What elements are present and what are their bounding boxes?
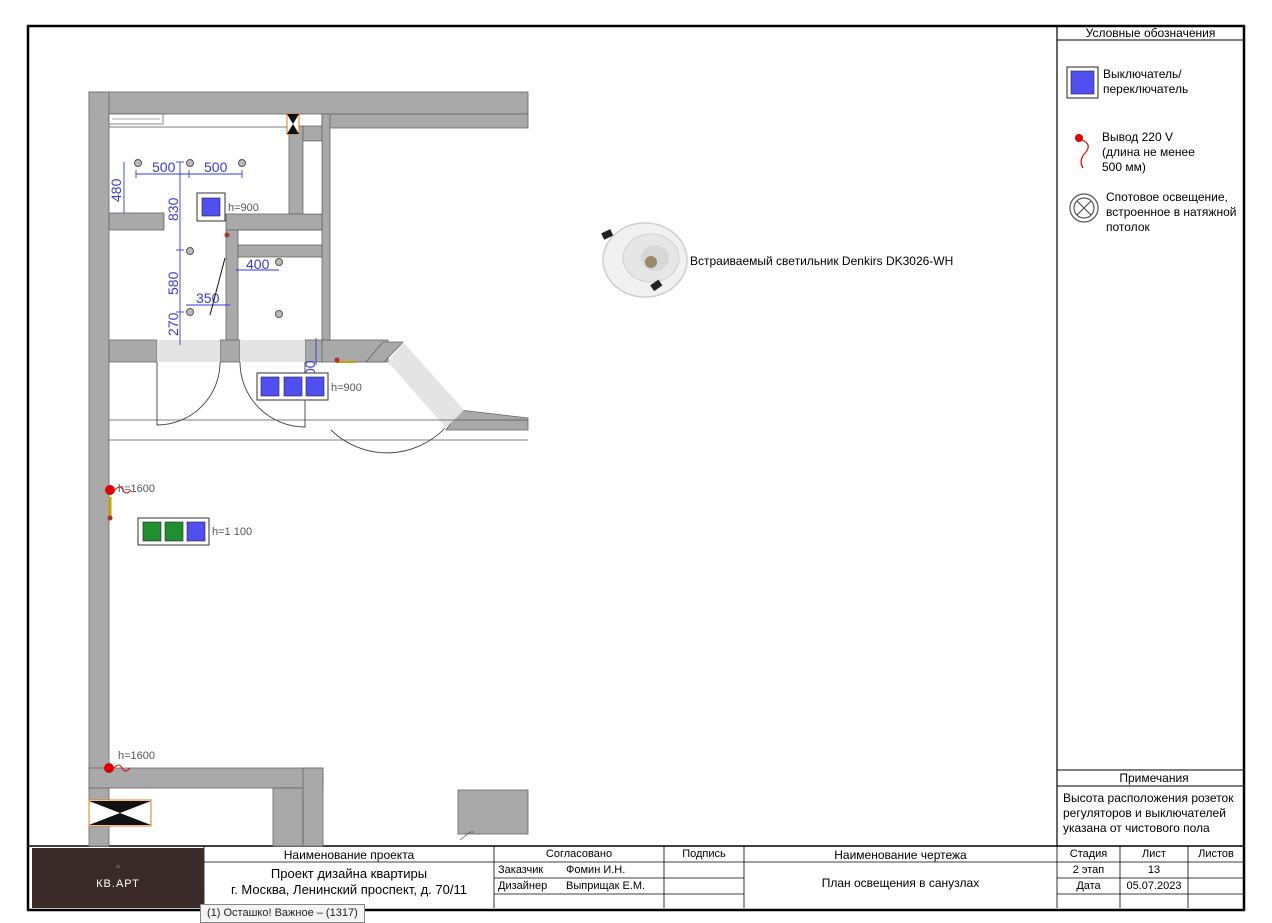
sheet-value: 13 bbox=[1147, 864, 1161, 876]
stage-header: Стадия bbox=[1069, 848, 1108, 860]
height-label-h1600-b: h=1600 bbox=[118, 750, 155, 762]
company-logo: ⌂ КВ.АРТ bbox=[32, 848, 204, 908]
designer-role: Дизайнер bbox=[498, 880, 548, 892]
legend-switch-label: Выключатель/ переключатель bbox=[1103, 67, 1189, 96]
project-name-line1: Проект дизайна квартиры bbox=[270, 866, 428, 881]
designer-name: Выприщак Е.М. bbox=[566, 880, 646, 892]
switch-icon bbox=[137, 517, 210, 546]
dim-500-b: 500 bbox=[204, 159, 228, 175]
spotlight-icon bbox=[1069, 193, 1099, 223]
date-value: 05.07.2023 bbox=[1126, 880, 1182, 892]
dim-480: 480 bbox=[108, 178, 124, 202]
customer-role: Заказчик bbox=[498, 864, 544, 876]
outlet-220v-icon bbox=[1075, 134, 1089, 169]
outlet-220v-icon bbox=[104, 763, 131, 773]
outlet-220v-icon bbox=[105, 485, 132, 495]
project-name-line2: г. Москва, Ленинский проспект, д. 70/11 bbox=[231, 882, 467, 897]
home-icon: ⌂ bbox=[116, 864, 120, 870]
sheet-header: Лист bbox=[1142, 848, 1166, 860]
stage-value: 2 этап bbox=[1072, 864, 1105, 876]
dim-00: 00 bbox=[302, 360, 318, 376]
drawing-name: План освещения в санузлах bbox=[821, 876, 980, 890]
height-label-h1100: h=1 100 bbox=[212, 526, 252, 538]
height-label-h900-a: h=900 bbox=[228, 202, 259, 214]
legend-outlet-label: Вывод 220 V (длина не менее 500 мм) bbox=[1102, 130, 1195, 174]
door-swings bbox=[156, 361, 446, 454]
walls bbox=[88, 91, 529, 847]
switch-icon bbox=[196, 192, 226, 222]
legend-title: Условные обозначения bbox=[1085, 26, 1216, 40]
agreed-header: Согласовано bbox=[545, 848, 613, 860]
dim-500-a: 500 bbox=[152, 159, 176, 175]
signature-header: Подпись bbox=[682, 848, 726, 860]
dim-580: 580 bbox=[165, 271, 181, 295]
date-label: Дата bbox=[1076, 880, 1101, 892]
drawing-frame bbox=[26, 24, 1246, 912]
height-label-h1600-a: h=1600 bbox=[118, 483, 155, 495]
fixture-label: Встраиваемый светильник Denkirs DK3026-W… bbox=[690, 254, 954, 268]
height-label-h900-b: h=900 bbox=[331, 382, 362, 394]
logo-text: КВ.АРТ bbox=[96, 878, 140, 890]
recessed-light-fixture-image bbox=[601, 222, 688, 298]
legend-spotlight-label: Спотовое освещение, встроенное в натяжно… bbox=[1106, 190, 1237, 234]
customer-name: Фомин И.Н. bbox=[566, 864, 626, 876]
dim-270: 270 bbox=[165, 312, 181, 336]
tab-tooltip[interactable]: (1) Осташко! Важное – (1317) bbox=[200, 904, 365, 923]
dim-830: 830 bbox=[165, 197, 181, 221]
notes-text: Высота расположения розеток регуляторов … bbox=[1063, 791, 1234, 835]
spotlight-icon bbox=[134, 159, 283, 318]
drawing-header: Наименование чертежа bbox=[834, 848, 967, 862]
notes-title: Примечания bbox=[1119, 771, 1189, 785]
dim-400: 400 bbox=[246, 256, 270, 272]
switch-icon bbox=[256, 372, 329, 401]
project-header: Наименование проекта bbox=[283, 848, 415, 862]
title-block-grid bbox=[203, 846, 1244, 908]
dimension-lines bbox=[123, 161, 317, 365]
sheets-header: Листов bbox=[1198, 848, 1234, 860]
